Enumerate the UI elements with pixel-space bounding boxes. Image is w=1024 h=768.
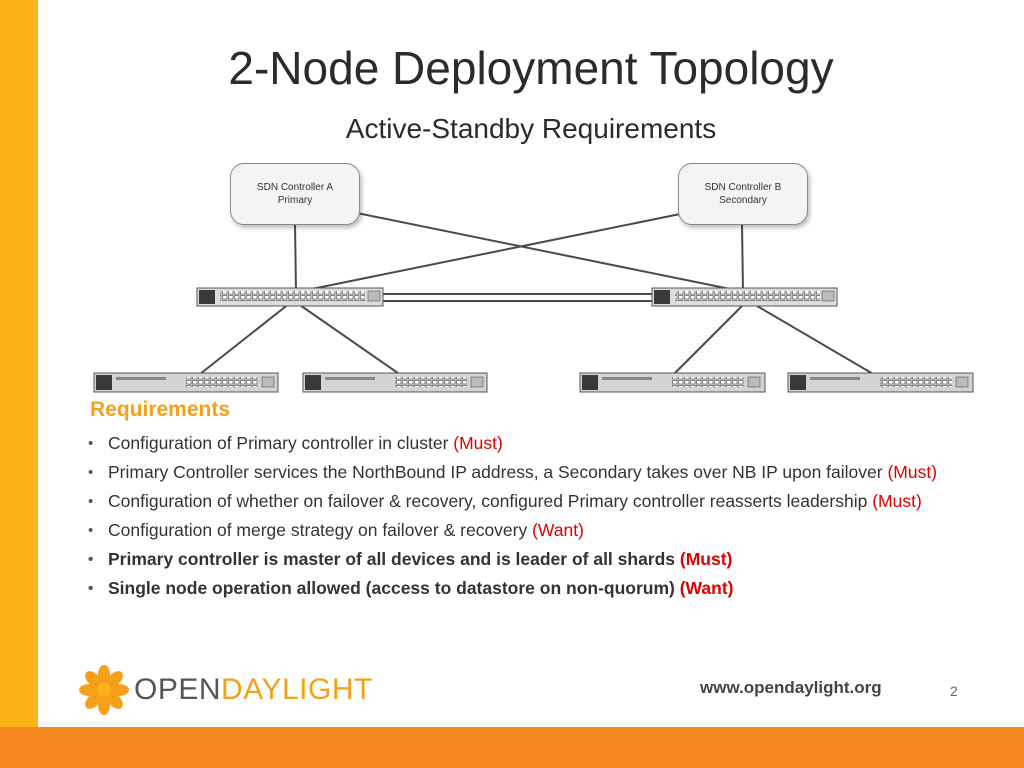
left-accent-bar: [0, 0, 38, 768]
link-a-to-core-right: [351, 211, 746, 293]
requirement-tag: (Want): [679, 578, 734, 598]
core-switch-right: [651, 287, 838, 307]
requirements-list: Configuration of Primary controller in c…: [86, 432, 946, 606]
requirement-item: Configuration of Primary controller in c…: [86, 432, 946, 455]
requirement-item: Single node operation allowed (access to…: [86, 577, 946, 600]
website-url: www.opendaylight.org: [700, 678, 882, 697]
bottom-accent-bar: [0, 727, 1024, 768]
requirement-item: Primary controller is master of all devi…: [86, 548, 946, 571]
controller-b-name: SDN Controller B: [704, 182, 782, 193]
logo-wordmark: OPENDAYLIGHT: [134, 673, 373, 706]
footer-divider: [38, 722, 1024, 725]
controller-b-role: Secondary: [719, 195, 767, 206]
link-coreright-to-access4: [751, 302, 881, 379]
controller-a-role: Primary: [277, 195, 313, 206]
controller-a-name: SDN Controller A: [256, 182, 334, 193]
link-lines: [194, 211, 881, 379]
link-b-to-core-left: [296, 211, 691, 293]
access-switch-2: [302, 372, 488, 393]
slide-title: 2-Node Deployment Topology: [228, 42, 834, 94]
link-b-to-core-right: [741, 223, 744, 293]
access-switch-4: [787, 372, 974, 393]
link-coreright-to-access3: [669, 302, 746, 379]
controller-b-box: SDN Controller B Secondary: [678, 163, 808, 225]
link-coreleft-to-access2: [296, 302, 406, 379]
requirements-heading: Requirements: [90, 398, 231, 421]
slide-subtitle: Active-Standby Requirements: [345, 113, 717, 144]
requirement-tag: (Must): [453, 433, 503, 453]
requirement-item: Configuration of whether on failover & r…: [86, 490, 946, 513]
link-coreleft-to-access1: [194, 302, 291, 379]
link-a-to-core-left: [294, 223, 297, 293]
requirement-item: Primary Controller services the NorthBou…: [86, 461, 946, 484]
controller-a-box: SDN Controller A Primary: [230, 163, 360, 225]
core-switch-left: [196, 287, 384, 307]
opendaylight-flower-icon: [79, 665, 129, 715]
requirement-item: Configuration of merge strategy on failo…: [86, 519, 946, 542]
opendaylight-logo: OPENDAYLIGHT: [78, 664, 373, 716]
requirement-tag: (Must): [679, 549, 733, 569]
requirement-tag: (Must): [887, 462, 938, 482]
access-switch-3: [579, 372, 766, 393]
requirement-tag: (Must): [872, 491, 922, 511]
requirement-tag: (Want): [532, 520, 584, 540]
access-switch-1: [93, 372, 279, 393]
slide-number: 2: [950, 683, 958, 699]
